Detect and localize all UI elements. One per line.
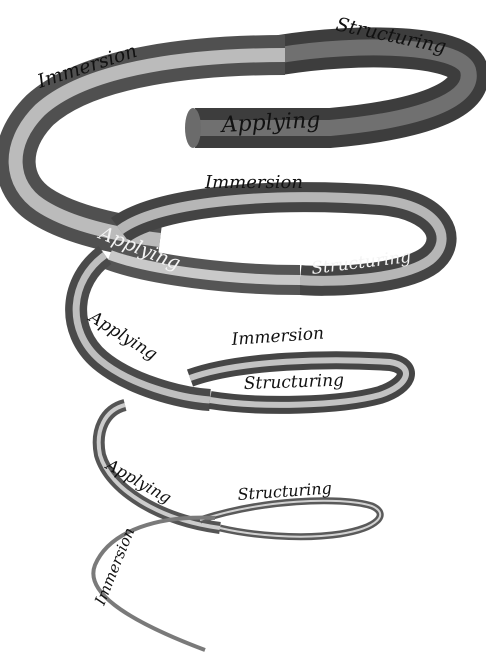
label-coil3-immersion: Immersion xyxy=(230,324,325,350)
label-coil2-immersion: Immersion xyxy=(204,172,303,193)
label-bottom-immersion: Immersion xyxy=(91,525,139,608)
label-top-applying: Applying xyxy=(219,108,321,138)
label-coil3-structuring: Structuring xyxy=(243,371,344,394)
coil-4 xyxy=(200,501,380,537)
